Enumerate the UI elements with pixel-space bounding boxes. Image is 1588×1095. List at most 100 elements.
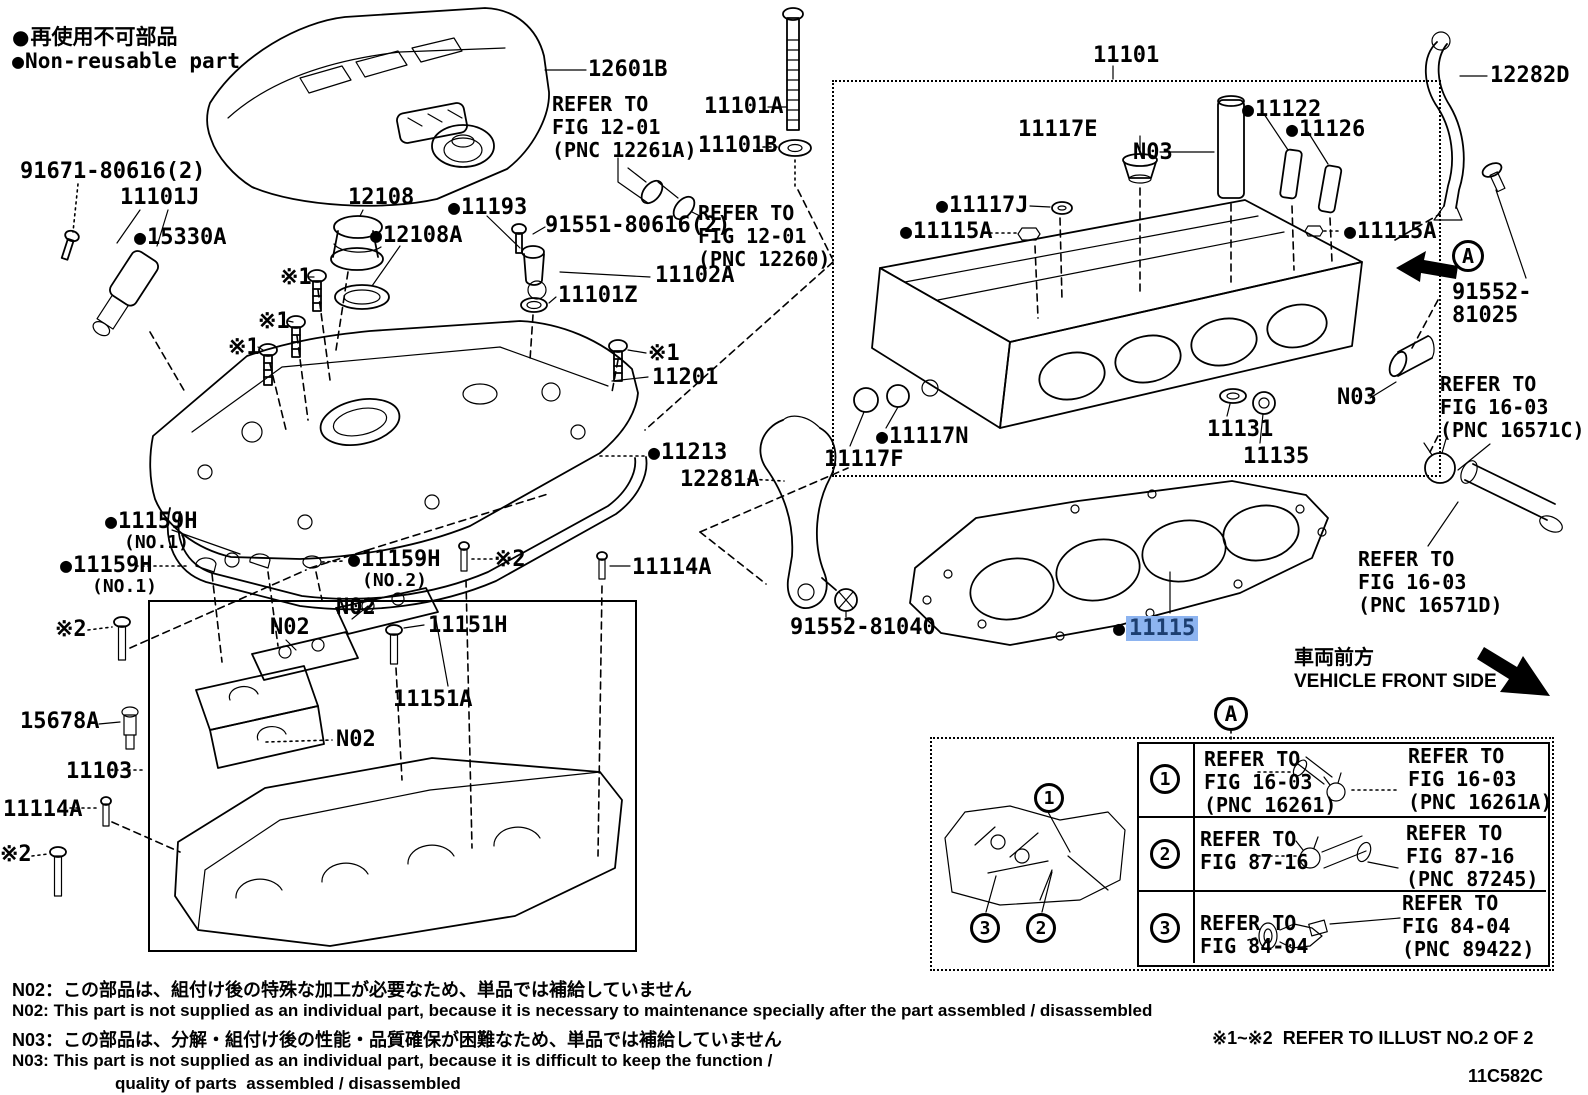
part-label-11213[interactable]: ●11213: [648, 440, 728, 465]
refer-fig-12-01-a: REFER TO FIG 12-01 (PNC 12261A): [552, 92, 697, 162]
camshaft-housing-box: [148, 600, 637, 952]
valve-cover-art: [149, 320, 649, 560]
callout-table-column-divider: [1193, 742, 1195, 963]
part-label-12601b[interactable]: 12601B: [588, 57, 668, 82]
legend-en: ●Non-reusable part: [12, 49, 240, 73]
part-label-11117j[interactable]: ●11117J: [936, 193, 1029, 218]
non-reusable-dot-icon: ●: [12, 49, 25, 73]
part-label-91552-81025[interactable]: 91552-81025: [1452, 280, 1532, 328]
note-mark-n02-b: N02: [270, 615, 310, 640]
refer-fig-16-03-d: REFER TO FIG 16-03 (PNC 16571D): [1358, 547, 1503, 617]
note-n02-jp: N02：この部品は、組付け後の特殊な加工が必要なため、単品では補給していません: [12, 980, 692, 1000]
part-label-11115a-right[interactable]: ●11115A: [1344, 219, 1437, 244]
note-mark-n03-right: N03: [1337, 385, 1377, 410]
part-label-12108a[interactable]: ●12108A: [370, 223, 463, 248]
part-label-15678a[interactable]: 15678A: [20, 709, 100, 734]
note-mark-n02-c: N02: [336, 727, 376, 752]
head-bolt-washer-art: [617, 7, 833, 259]
part-label-11159h-2[interactable]: ●11159H: [60, 553, 153, 578]
part-label-11101[interactable]: 11101: [1093, 43, 1160, 68]
camshaft-caps-and-housing-art: [31, 493, 631, 947]
part-label-15330a[interactable]: ●15330A: [134, 225, 227, 250]
part-label-11117f[interactable]: 11117F: [824, 447, 904, 472]
part-label-11117e[interactable]: 11117E: [1018, 117, 1098, 142]
part-sub-label-no2: (NO.2): [362, 570, 428, 591]
table-part-icons-art: [1247, 756, 1401, 950]
non-reusable-dot-icon: ●: [105, 509, 118, 533]
vehicle-front-en: VEHICLE FRONT SIDE: [1294, 671, 1497, 692]
ref-mark-2-c: ※2: [0, 842, 32, 867]
part-label-11101j[interactable]: 11101J: [120, 185, 200, 210]
valve-cover-bolts-art: [257, 269, 647, 431]
part-label-11101a[interactable]: 11101A: [704, 94, 784, 119]
selected-part-number: 11115: [1126, 616, 1199, 641]
part-label-91551-80616[interactable]: 91551-80616(2): [545, 213, 731, 238]
part-label-11102a[interactable]: 11102A: [655, 263, 735, 288]
head-gasket-art: [909, 480, 1329, 646]
part-label-11135[interactable]: 11135: [1243, 444, 1310, 469]
part-sub-label-no1: (NO.1): [92, 576, 158, 597]
thumbnail-callout-3: 3: [970, 913, 1000, 943]
view-a-marker-top: A: [1452, 240, 1484, 272]
part-label-11101z[interactable]: 11101Z: [558, 283, 638, 308]
part-label-11159h-3[interactable]: ●11159H: [348, 547, 441, 572]
part-label-11131[interactable]: 11131: [1207, 417, 1274, 442]
note-mark-n03-top: N03: [1133, 140, 1173, 165]
part-label-11193[interactable]: ●11193: [448, 195, 528, 220]
non-reusable-dot-icon: ●: [936, 193, 949, 217]
vehicle-front-arrow-icon: [1477, 647, 1550, 696]
part-label-11101b[interactable]: 11101B: [698, 133, 778, 158]
table-row3-left-ref: REFER TO FIG 84-04: [1200, 911, 1309, 958]
valve-guides-art: [989, 95, 1343, 444]
ref-mark-1-c: ※1: [228, 335, 260, 360]
part-label-11151a[interactable]: 11151A: [393, 687, 473, 712]
non-reusable-dot-icon: ●: [12, 25, 30, 49]
callout-table-row-divider-1: [1137, 816, 1546, 818]
cylinder-head-art: [644, 187, 1363, 447]
non-reusable-dot-icon: ●: [1286, 117, 1299, 141]
part-label-11103[interactable]: 11103: [66, 759, 133, 784]
heater-hose-art: [1369, 299, 1563, 547]
callout-num-3: 3: [1150, 913, 1180, 943]
part-label-11117n[interactable]: ●11117N: [876, 424, 969, 449]
part-label-91552-81040[interactable]: 91552-81040: [790, 615, 936, 640]
part-label-11115a-left[interactable]: ●11115A: [900, 219, 993, 244]
part-label-11159h-1[interactable]: ●11159H: [105, 509, 198, 534]
note-n02-en: N02: This part is not supplied as an ind…: [12, 1001, 1153, 1020]
part-label-11115-selected[interactable]: ●11115: [1113, 616, 1199, 641]
ref-mark-1-d: ※1: [648, 341, 680, 366]
part-label-11114a-bottom[interactable]: 11114A: [3, 797, 83, 822]
part-label-11122[interactable]: ●11122: [1242, 97, 1322, 122]
callout-num-2: 2: [1150, 839, 1180, 869]
part-label-11114a-top[interactable]: 11114A: [632, 555, 712, 580]
part-label-91671-80616[interactable]: 91671-80616(2): [20, 159, 206, 184]
part-label-12281a[interactable]: 12281A: [680, 467, 760, 492]
part-label-12282d[interactable]: 12282D: [1490, 63, 1570, 88]
oil-filler-cap-art: [330, 209, 401, 351]
part-label-12108[interactable]: 12108: [348, 185, 415, 210]
ignition-coil-art: [57, 183, 186, 393]
ref-mark-2-b: ※2: [55, 617, 87, 642]
part-label-11201[interactable]: 11201: [652, 365, 719, 390]
note-n03-en-line2: quality of parts assembled / disassemble…: [115, 1074, 461, 1093]
non-reusable-dot-icon: ●: [370, 223, 383, 247]
footer-ref-note: ※1~※2 REFER TO ILLUST NO.2 OF 2: [1212, 1028, 1534, 1048]
part-label-11126[interactable]: ●11126: [1286, 117, 1366, 142]
callout-table-outer-box: [930, 737, 1554, 971]
thumbnail-callout-2: 2: [1026, 913, 1056, 943]
view-a-marker-table: A: [1214, 697, 1248, 731]
table-row1-right-ref: REFER TO FIG 16-03 (PNC 16261A): [1408, 744, 1553, 814]
table-row2-right-ref: REFER TO FIG 87-16 (PNC 87245): [1406, 821, 1539, 891]
drawing-code: 11C582C: [1468, 1066, 1544, 1086]
refer-fig-16-03-c: REFER TO FIG 16-03 (PNC 16571C): [1440, 372, 1585, 442]
engine-cover-art: [206, 7, 587, 207]
part-label-11151h[interactable]: 11151H: [428, 613, 508, 638]
vehicle-front-jp: 車両前方: [1294, 645, 1374, 669]
non-reusable-dot-icon: ●: [1344, 219, 1357, 243]
thumbnail-callout-1: 1: [1034, 783, 1064, 813]
refer-fig-12-01-b: REFER TO FIG 12-01 (PNC 12260): [698, 201, 831, 271]
non-reusable-dot-icon: ●: [900, 219, 913, 243]
non-reusable-dot-icon: ●: [1113, 616, 1126, 640]
